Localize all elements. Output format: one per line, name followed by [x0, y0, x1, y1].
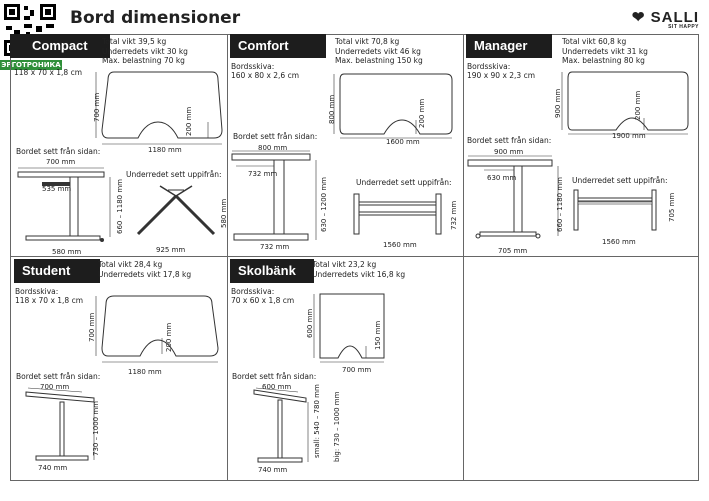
manager-side-foot: 705 mm — [498, 247, 528, 255]
manager-under-h: 705 mm — [668, 192, 676, 222]
manager-under-label: Underredet sett uppifrån: — [572, 176, 668, 185]
comfort-side-height: 630 – 1200 mm — [320, 177, 328, 232]
manager-top-size: 190 x 90 x 2,3 cm — [467, 71, 536, 80]
salli-logo: ❤ SALLI SIT HAPPY — [632, 8, 699, 30]
manager-top-h: 900 mm — [554, 88, 562, 118]
compact-cut: 200 mm — [185, 106, 193, 136]
student-top-w: 1180 mm — [128, 368, 162, 376]
manager-board-label: Bordsskiva: — [467, 62, 511, 71]
comfort-under-w: 1560 mm — [383, 241, 417, 249]
skolbank-title: Skolbänk — [230, 259, 314, 283]
logo-tagline: SIT HAPPY — [668, 24, 699, 30]
skolbank-side-top: 600 mm — [262, 383, 292, 391]
manager-title: Manager — [466, 34, 552, 58]
comfort-under-h: 732 mm — [450, 200, 458, 230]
skolbank-board-label: Bordsskiva: — [231, 287, 275, 296]
heart-icon: ❤ — [631, 9, 646, 26]
student-top-h: 700 mm — [88, 312, 96, 342]
compact-side-top: 700 mm — [46, 158, 76, 166]
student-top-drawing — [95, 295, 219, 363]
comfort-top-size: 160 x 80 x 2,6 cm — [231, 71, 300, 80]
comfort-cut: 200 mm — [418, 98, 426, 128]
student-side-foot: 740 mm — [38, 464, 68, 472]
skolbank-side-foot: 740 mm — [258, 466, 288, 474]
comfort-side-label: Bordet sett från sidan: — [233, 132, 318, 141]
comfort-side-top: 800 mm — [258, 144, 288, 152]
compact-title: Compact — [10, 34, 110, 58]
student-side-drawing — [25, 387, 95, 461]
student-board-label: Bordsskiva: — [15, 287, 59, 296]
compact-side-foot: 580 mm — [52, 248, 82, 256]
compact-under-label: Underredet sett uppifrån: — [126, 170, 222, 179]
compact-side-inner: 535 mm — [42, 185, 72, 193]
compact-top-size: 118 x 70 x 1,8 cm — [14, 68, 83, 77]
manager-side-inner: 630 mm — [487, 174, 517, 182]
compact-under-w: 925 mm — [156, 246, 186, 254]
student-cut: 200 mm — [165, 322, 173, 352]
student-side-label: Bordet sett från sidan: — [16, 372, 101, 381]
manager-top-w: 1900 mm — [612, 132, 646, 140]
comfort-side-drawing — [231, 150, 317, 241]
skolbank-top-h: 600 mm — [306, 308, 314, 338]
page-title: Bord dimensioner — [70, 8, 241, 28]
comfort-top-w: 1600 mm — [386, 138, 420, 146]
manager-top-drawing — [561, 71, 689, 135]
student-side-top: 700 mm — [40, 383, 70, 391]
comfort-board-label: Bordsskiva: — [231, 62, 275, 71]
skolbank-side-drawing — [253, 387, 309, 463]
skolbank-side-big: big: 730 – 1000 mm — [333, 391, 341, 462]
comfort-top-h: 800 mm — [328, 94, 336, 124]
comfort-side-foot: 732 mm — [260, 243, 290, 251]
brand-badge: ЭРГОТРОНИКА — [0, 60, 62, 70]
manager-side-drawing — [467, 155, 559, 239]
student-title: Student — [14, 259, 100, 283]
skolbank-top-w: 700 mm — [342, 366, 372, 374]
comfort-under-drawing — [353, 193, 442, 235]
compact-top-w: 1180 mm — [148, 146, 182, 154]
comfort-title: Comfort — [230, 34, 326, 58]
comfort-under-label: Underredet sett uppifrån: — [356, 178, 452, 187]
skolbank-top-size: 70 x 60 x 1,8 cm — [231, 296, 295, 305]
compact-side-height: 660 – 1180 mm — [116, 179, 124, 234]
compact-side-label: Bordet sett från sidan: — [16, 147, 101, 156]
manager-side-label: Bordet sett från sidan: — [467, 136, 552, 145]
manager-under-w: 1560 mm — [602, 238, 636, 246]
compact-top-h: 700 mm — [93, 92, 101, 122]
compact-under-drawing — [136, 185, 216, 236]
manager-under-drawing — [573, 189, 657, 231]
compact-under-h: 580 mm — [220, 198, 228, 228]
manager-cut: 200 mm — [634, 90, 642, 120]
manager-side-top: 900 mm — [494, 148, 524, 156]
logo-text: SALLI — [650, 9, 699, 26]
manager-side-height: 660 – 1180 mm — [556, 177, 564, 232]
compact-top-drawing — [95, 71, 223, 145]
student-top-size: 118 x 70 x 1,8 cm — [15, 296, 84, 305]
comfort-top-drawing — [333, 73, 453, 139]
panel-empty — [463, 256, 699, 481]
skolbank-cut: 150 mm — [374, 320, 382, 350]
skolbank-side-label: Bordet sett från sidan: — [232, 372, 317, 381]
student-side-height: 730 – 1000 mm — [92, 401, 100, 456]
comfort-side-inner: 732 mm — [248, 170, 278, 178]
skolbank-top-drawing — [313, 293, 385, 363]
skolbank-side-small: small: 540 – 780 mm — [313, 384, 321, 458]
compact-side-drawing — [17, 167, 111, 242]
